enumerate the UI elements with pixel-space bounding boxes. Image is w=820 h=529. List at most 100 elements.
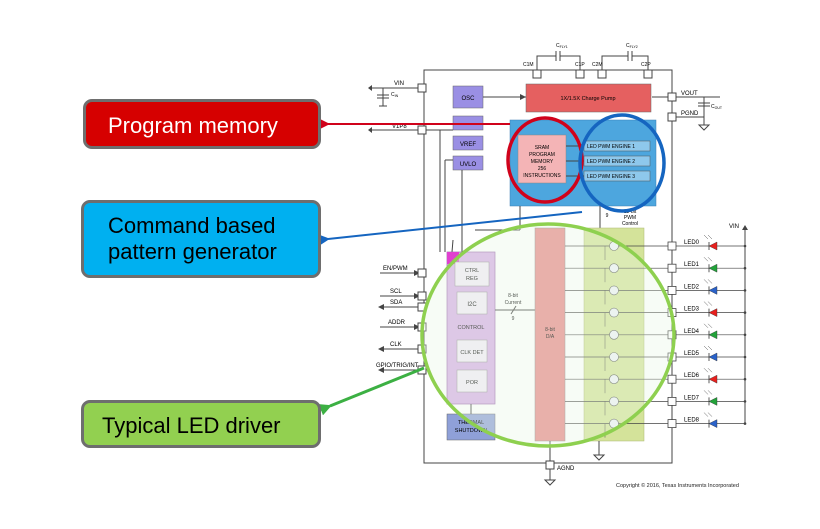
svg-text:SRAM: SRAM: [535, 145, 549, 151]
svg-text:CFLY1: CFLY1: [556, 43, 568, 49]
por-block: [456, 369, 488, 393]
led-label: LED5: [684, 351, 700, 357]
led-label: LED0: [684, 240, 700, 246]
sram-block: [517, 134, 567, 184]
svg-text:Current: Current: [505, 300, 522, 306]
driver-area: CTRL REG I2C CONTROL CLK DET POR THERMAL…: [446, 209, 645, 461]
svg-text:GPIO/TRIG/INT: GPIO/TRIG/INT: [376, 363, 419, 369]
svg-text:PROGRAM: PROGRAM: [529, 152, 555, 158]
svg-text:ADDR: ADDR: [388, 320, 406, 326]
svg-text:CIN: CIN: [391, 92, 399, 98]
svg-text:INSTRUCTIONS: INSTRUCTIONS: [523, 173, 561, 179]
pin-sda: SDA: [378, 300, 427, 312]
svg-text:EN/PWM: EN/PWM: [383, 266, 408, 272]
led-channel-7: LED7: [565, 390, 747, 416]
led-channel-1: LED1: [565, 257, 747, 283]
svg-text:8-bit: 8-bit: [545, 327, 555, 333]
internal-wiring: [426, 129, 601, 253]
svg-text:CLK: CLK: [390, 342, 402, 348]
svg-text:9: 9: [606, 213, 609, 219]
led-diode-icon: [708, 397, 718, 406]
clk-det-block: [456, 339, 488, 363]
svg-text:PWM: PWM: [624, 215, 636, 221]
svg-text:VIN: VIN: [729, 224, 739, 230]
svg-text:CFLY2: CFLY2: [626, 43, 638, 49]
led-label: LED3: [684, 307, 700, 313]
svg-text:SDA: SDA: [390, 300, 402, 306]
thermal-shutdown-block: [446, 413, 496, 441]
svg-text:D/A: D/A: [546, 334, 555, 340]
led-diode-icon: [708, 352, 718, 362]
current-source-icon: [609, 329, 619, 340]
charge-pump-block: [525, 83, 652, 113]
right-pins: VOUT COUT PGND: [652, 91, 723, 131]
svg-text:COUT: COUT: [711, 104, 723, 110]
pin-v1p8: V1P8: [392, 124, 407, 130]
callout-program-memory: Program memory: [83, 99, 321, 149]
led-channel-2: LED2: [565, 279, 747, 305]
svg-text:CTRL: CTRL: [465, 268, 479, 274]
svg-text:8-bit: 8-bit: [508, 293, 518, 299]
led-diode-icon: [708, 374, 718, 384]
current-source-icon: [609, 396, 619, 407]
led-label: LED2: [684, 284, 700, 290]
svg-text:OSC: OSC: [461, 96, 475, 102]
control-label: CONTROL: [458, 325, 485, 331]
current-source-icon: [609, 352, 619, 362]
led-label: LED8: [684, 418, 700, 424]
led-channel-6: LED6: [565, 368, 747, 394]
led-diode-icon: [708, 419, 718, 428]
current-source-icon: [609, 374, 619, 385]
red-ellipse: [506, 116, 584, 204]
svg-text:256: 256: [538, 166, 547, 172]
arrow-command-pattern: [319, 211, 583, 245]
da-block: [534, 227, 566, 442]
led-diode-icon: [708, 286, 718, 295]
led-channel-0: LED0: [565, 234, 747, 260]
pin-vout: VOUT: [681, 91, 698, 97]
svg-text:POR: POR: [466, 380, 478, 386]
current-source-icon: [609, 307, 619, 318]
vref-block: [452, 135, 484, 151]
pin-gpio: GPIO/TRIG/INT: [376, 363, 427, 375]
led-diode-icon: [708, 263, 718, 273]
led-diode-icon: [708, 308, 718, 317]
svg-text:VREF: VREF: [460, 142, 476, 148]
pin-en-pwm: EN/PWM: [380, 266, 427, 278]
callout-typical-led-driver: Typical LED driver: [81, 400, 321, 448]
svg-text:CLK DET: CLK DET: [460, 350, 484, 356]
current-source-icon: [609, 263, 619, 274]
pin-vin: VIN: [394, 81, 404, 87]
svg-text:C1M: C1M: [523, 62, 534, 68]
svg-text:I2C: I2C: [467, 302, 477, 308]
led-diode-icon: [708, 330, 718, 340]
led-diode-icon: [708, 241, 718, 251]
svg-text:AGND: AGND: [557, 466, 575, 472]
current-source-icon: [609, 285, 619, 296]
svg-text:1X/1.5X Charge Pump: 1X/1.5X Charge Pump: [560, 96, 615, 102]
pin-clk: CLK: [378, 342, 427, 354]
pin-addr: ADDR: [380, 320, 427, 332]
copyright-text: Copyright © 2016, Texas Instruments Inco…: [616, 482, 739, 489]
blue-ellipse: [578, 113, 666, 213]
svg-text:LED PWM ENGINE 3: LED PWM ENGINE 3: [587, 174, 635, 180]
top-blocks: OSC VREF UVLO 1X/1.5X Charge Pump SRAM P…: [452, 83, 657, 207]
svg-text:LED PWM ENGINE 2: LED PWM ENGINE 2: [587, 159, 635, 165]
flying-caps: CFLY1 C1M C1P CFLY2 C2M C2P: [523, 43, 653, 79]
callout-command-pattern: Command based pattern generator: [81, 200, 321, 278]
svg-text:C2M: C2M: [592, 62, 603, 68]
svg-text:9: 9: [512, 316, 515, 322]
svg-text:SHUTDOWN: SHUTDOWN: [455, 428, 487, 434]
pin-pgnd: PGND: [681, 111, 699, 117]
svg-text:SCL: SCL: [390, 289, 402, 295]
led-channel-4: LED4: [565, 323, 747, 349]
green-ellipse: [420, 222, 676, 448]
vin-rail: VIN: [729, 224, 748, 424]
led-label: LED1: [684, 262, 700, 268]
i2c-block: [456, 291, 488, 315]
ctrl-reg-block: [454, 261, 490, 287]
svg-text:UVLO: UVLO: [460, 162, 477, 168]
led-label: LED4: [684, 329, 700, 335]
